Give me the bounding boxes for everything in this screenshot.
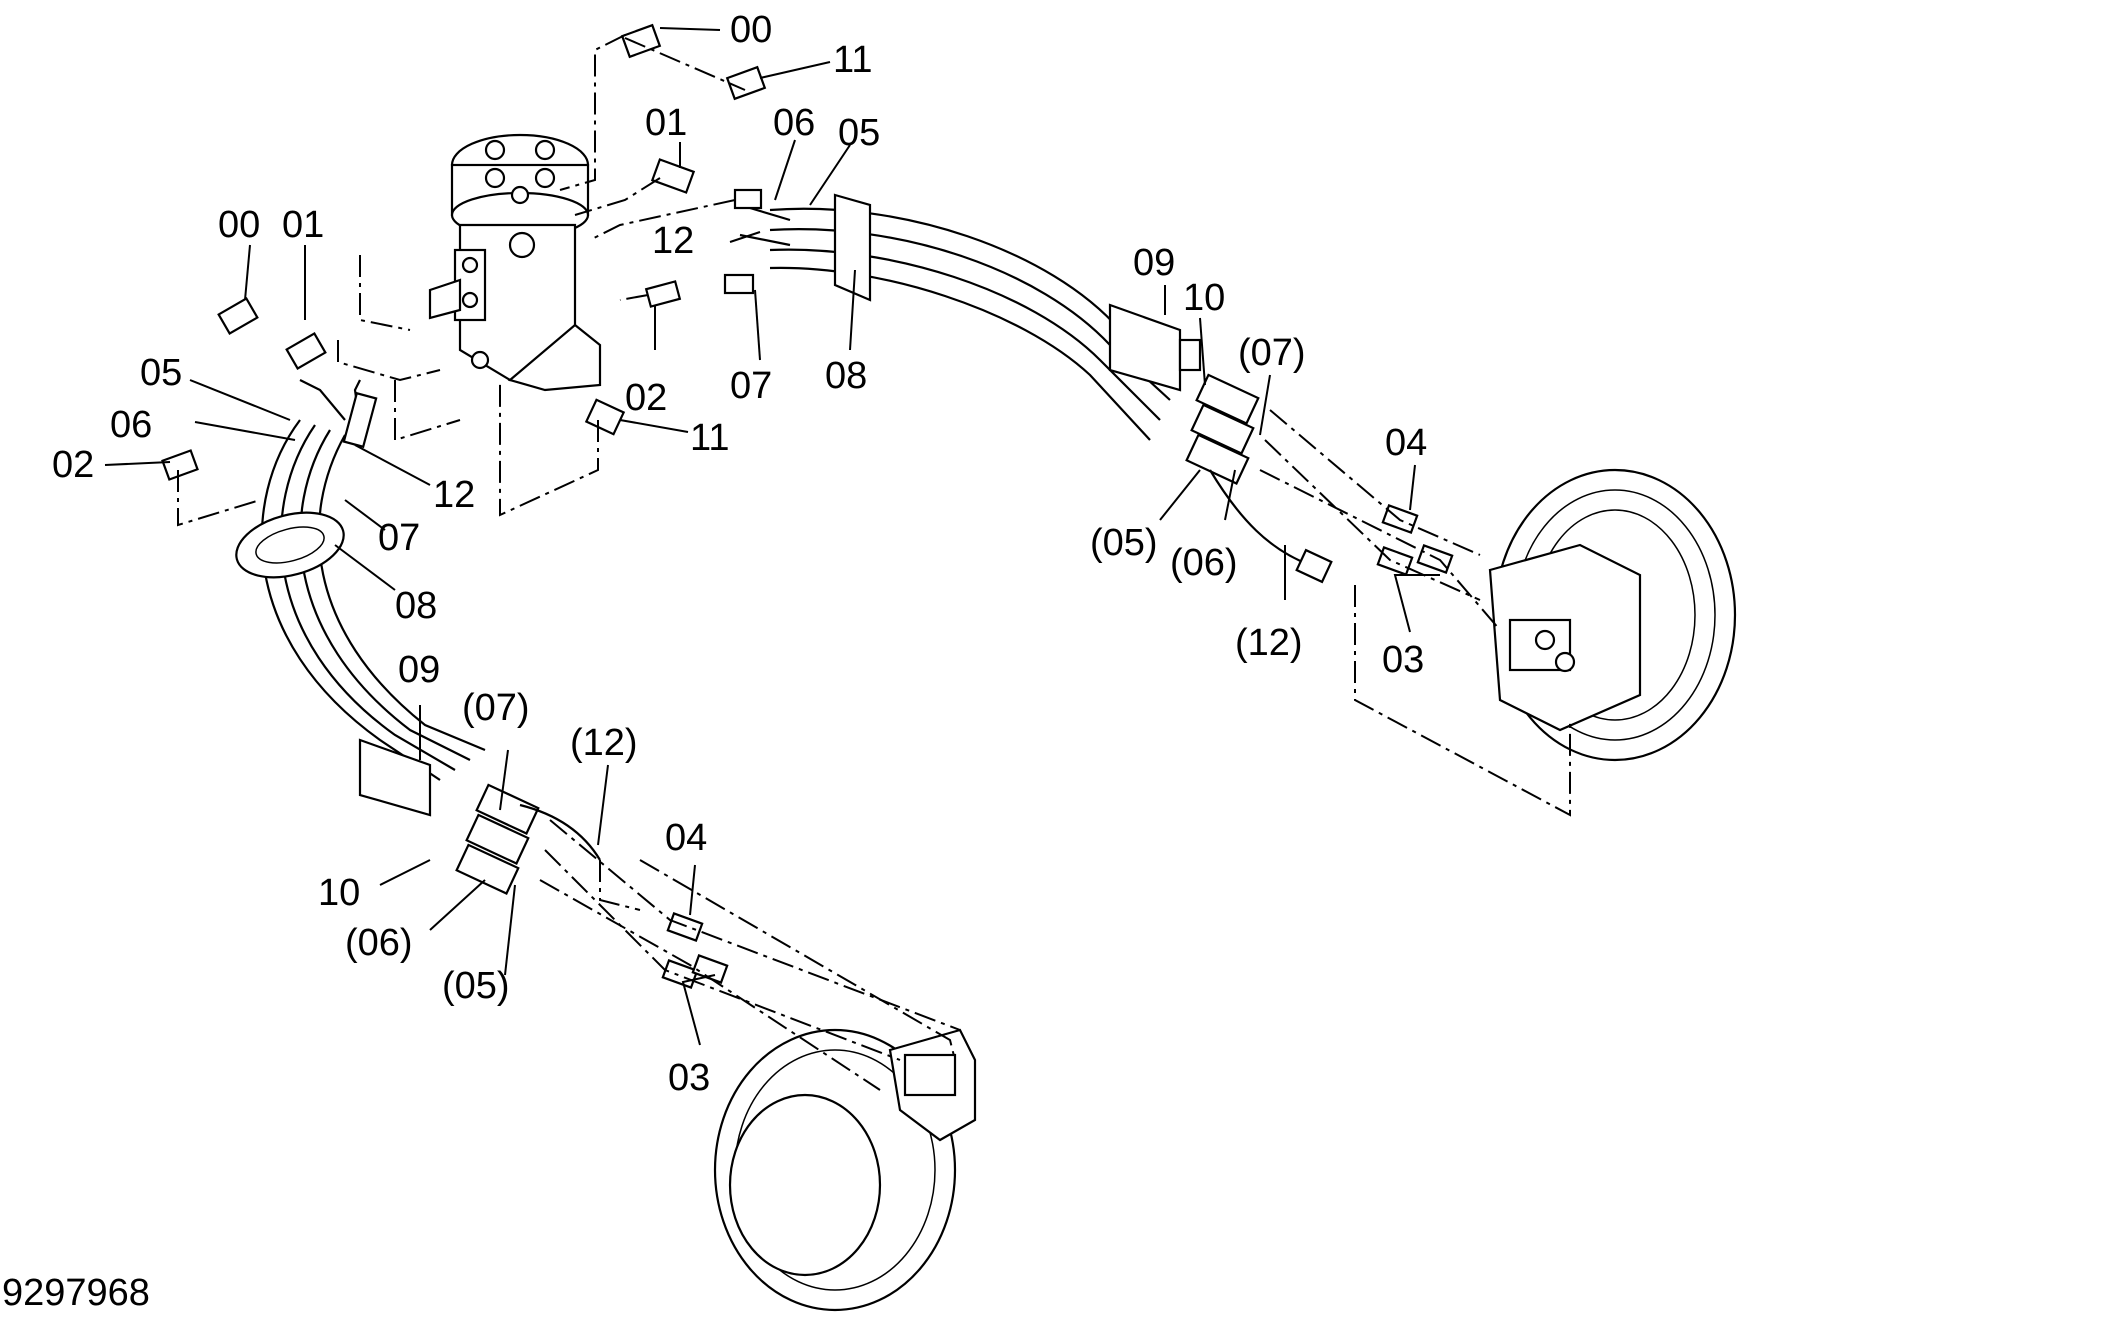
callout-08-mid: 08 [825,355,867,397]
callout-labels: 00 11 01 06 05 12 00 01 02 07 08 11 05 0… [52,9,1427,1099]
callout-01-top: 01 [645,102,687,144]
callout-03-right: 03 [1382,639,1424,681]
callout-06-top: 06 [773,102,815,144]
callout-01-left: 01 [282,204,324,246]
callout-03-bottom: 03 [668,1057,710,1099]
callout-05-left: 05 [140,352,182,394]
callout-06-left: 06 [110,404,152,446]
callout-06-right: (06) [1170,542,1238,584]
travel-motor-right [1488,468,1737,762]
callout-12-top: 12 [652,220,694,262]
fittings [161,23,1454,989]
leader-lines [104,27,1440,1046]
hose-bundle-left [235,379,601,895]
callout-12-left: 12 [433,474,475,516]
callout-11-top: 11 [833,39,872,81]
swivel-joint [428,133,602,392]
callout-05-top: 05 [838,112,880,154]
reference-lines [177,34,1571,1091]
callout-06-bottom: (06) [345,922,413,964]
callout-09-bottom: 09 [398,649,440,691]
hose-bundle-right [739,193,1333,584]
callout-05-bottom: (05) [442,965,510,1007]
callout-12-bottom: (12) [570,722,638,764]
callout-04-right: 04 [1385,422,1427,464]
callout-00-left: 00 [218,204,260,246]
callout-00-top: 00 [730,9,772,51]
callout-09-right: 09 [1133,242,1175,284]
callout-12-right: (12) [1235,622,1303,664]
callout-05-right: (05) [1090,522,1158,564]
travel-motor-left [713,1028,977,1312]
callout-11-mid: 11 [690,417,729,459]
callout-10-right: 10 [1183,277,1225,319]
drawing-number: 9297968 [2,1272,150,1314]
callout-07-left: 07 [378,517,420,559]
callout-10-bottom: 10 [318,872,360,914]
callout-07-right: (07) [1238,332,1306,374]
callout-04-bottom: 04 [665,817,707,859]
callout-02-mid: 02 [625,377,667,419]
callout-02-left: 02 [52,444,94,486]
callout-07-mid: 07 [730,365,772,407]
callout-08-left: 08 [395,585,437,627]
callout-07-bottom: (07) [462,687,530,729]
